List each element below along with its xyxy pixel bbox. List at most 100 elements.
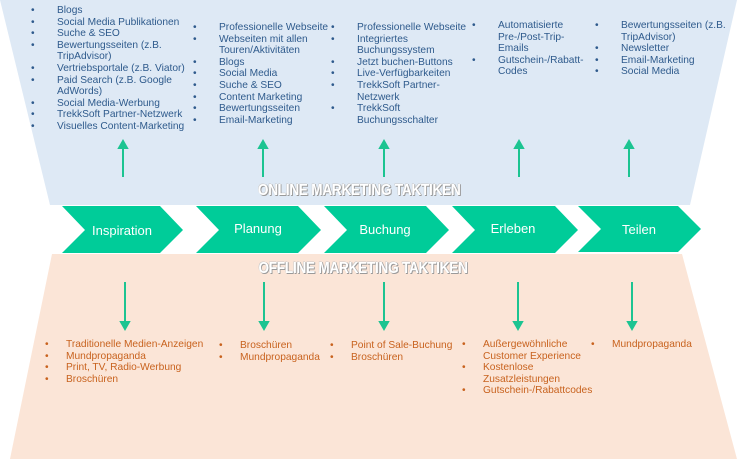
list-item: •Content Marketing: [193, 92, 329, 104]
list-item: •Professionelle Webseite: [193, 22, 329, 34]
bullet-icon: •: [462, 385, 466, 397]
list-item-text: Webseiten mit allen Touren/Aktivitäten: [219, 33, 308, 57]
list-item-text: TrekkSoft Partner-Netzwerk: [357, 79, 440, 103]
bullet-icon: •: [45, 362, 49, 374]
online-arrows: [117, 138, 635, 177]
bullet-icon: •: [45, 339, 49, 350]
online-tactics-inspiration: •Blogs •Social Media Publikationen • Such…: [31, 5, 207, 133]
list-item-text: Social Media-Werbung: [57, 97, 160, 109]
bullet-icon: •: [595, 54, 599, 66]
list-item: •Social Media Publikationen: [31, 17, 207, 29]
list-item: •Außergewöhnliche Customer Experience: [462, 339, 593, 362]
list-item-text: Vertriebsportale (z.B. Viator): [57, 62, 185, 74]
list-item-text: Broschüren: [66, 373, 119, 385]
list-item-text: Suche & SEO: [219, 79, 282, 91]
list-item-text: Automatisierte Pre-/Post-Trip-Emails: [498, 20, 565, 55]
list-item: • Broschüren: [45, 373, 216, 386]
list-item: • Suche & SEO: [193, 79, 329, 92]
list-item: • Gutschein-/Rabattcodes: [462, 385, 593, 397]
list-item-text: Print, TV, Radio-Werbung: [66, 362, 182, 374]
list-item: •Email-Marketing: [193, 114, 329, 127]
bullet-icon: •: [595, 66, 599, 78]
list-item-text: TrekkSoft Buchungsschalter: [357, 103, 438, 126]
bullet-icon: •: [193, 68, 197, 80]
bullet-icon: •: [472, 54, 476, 66]
bullet-icon: •: [462, 339, 466, 350]
list-item: •Point of Sale-Buchung: [330, 340, 461, 352]
bullet-icon: •: [330, 351, 334, 363]
list-item-text: Bewertungsseiten (z.B. TripAdvisor): [57, 39, 162, 63]
bullet-icon: •: [331, 103, 335, 115]
down-arrowhead-icon: [258, 321, 270, 332]
bullet-icon: •: [331, 33, 335, 45]
list-item-text: Professionelle Webseite: [357, 22, 467, 33]
bullet-icon: •: [31, 39, 35, 51]
stage-label-teilen: Teilen: [622, 222, 656, 237]
bullet-icon: •: [31, 5, 35, 16]
list-item: • Print, TV, Radio-Werbung: [45, 362, 216, 374]
down-arrowhead-icon: [378, 321, 390, 332]
list-item: • Integriertes Buchungssystem: [331, 33, 472, 57]
list-item: •Traditionelle Medien-Anzeigen: [45, 339, 216, 351]
bullet-icon: •: [193, 33, 197, 45]
bullet-icon: •: [219, 351, 223, 363]
offline-tactics-teilen: •Mundpropaganda: [591, 339, 702, 351]
list-item: • TrekkSoft Buchungsschalter: [331, 103, 472, 126]
stage-chevron-buchung: [324, 206, 449, 253]
list-item: • Mundpropaganda: [219, 351, 330, 364]
bullet-icon: •: [31, 74, 35, 86]
offline-funnel-area: [10, 254, 737, 459]
up-arrowhead-icon: [117, 138, 129, 149]
list-item-text: Social Media: [621, 66, 680, 78]
down-arrowhead-icon: [512, 321, 524, 332]
list-item-text: Broschüren: [351, 351, 404, 363]
online-tactics-erleben: • Automatisierte Pre-/Post-Trip-Emails •G…: [472, 20, 584, 78]
list-item: • Visuelles Content-Marketing: [31, 120, 207, 133]
offline-tactics-buchung: •Point of Sale-Buchung • Broschüren: [330, 340, 461, 363]
bullet-icon: •: [193, 103, 197, 115]
bullet-icon: •: [31, 120, 35, 132]
list-item: •Social Media-Werbung: [31, 97, 207, 110]
list-item-text: Integriertes Buchungssystem: [357, 33, 435, 57]
bullet-icon: •: [31, 28, 35, 40]
online-tactics-teilen: •Bewertungsseiten (z.B. TripAdvisor) •Ne…: [595, 20, 736, 78]
stage-label-buchung: Buchung: [359, 222, 411, 237]
bullet-icon: •: [31, 62, 35, 74]
stage-label-inspiration: Inspiration: [92, 223, 152, 238]
list-item: •Blogs: [31, 5, 207, 17]
up-arrowhead-icon: [623, 138, 635, 149]
list-item: • Suche & SEO: [31, 28, 207, 40]
online-funnel-area: [0, 0, 737, 205]
up-arrowhead-icon: [378, 138, 390, 149]
list-item-text: Kostenlose Zusatzleistungen: [483, 362, 561, 385]
list-item-text: Email-Marketing: [219, 114, 293, 126]
stage-chevron-erleben: [452, 206, 578, 253]
bullet-icon: •: [331, 79, 335, 91]
list-item: • Bewertungsseiten (z.B. TripAdvisor): [31, 39, 207, 63]
list-item: • Social Media: [595, 66, 736, 78]
stage-chevron-teilen: [578, 206, 701, 252]
online-tactics-buchung: • Professionelle Webseite • Integriertes B…: [331, 22, 472, 126]
stage-chevron-planung: [196, 206, 321, 253]
list-item: •Paid Search (z.B. Google AdWords): [31, 75, 207, 98]
stage-label-planung: Planung: [234, 221, 282, 236]
bullet-icon: •: [595, 43, 599, 55]
bullet-icon: •: [45, 373, 49, 385]
list-item-text: Suche & SEO: [57, 28, 120, 40]
up-arrowhead-icon: [257, 138, 269, 149]
list-item-text: Social Media: [219, 68, 278, 80]
list-item-text: TrekkSoft Partner-Netzwerk: [57, 109, 183, 121]
list-item-text: Gutschein-/Rabattcodes: [483, 385, 593, 397]
bullet-icon: •: [330, 340, 334, 351]
list-item-text: Visuelles Content-Marketing: [57, 120, 185, 132]
list-item: •Blogs: [193, 56, 329, 69]
list-item: • Webseiten mit allen Touren/Aktivitäten: [193, 33, 329, 57]
bullet-icon: •: [193, 91, 197, 103]
bullet-icon: •: [193, 79, 197, 91]
list-item: •Mundpropaganda: [45, 351, 216, 363]
list-item-text: Blogs: [219, 56, 245, 68]
list-item-text: Mundpropaganda: [240, 351, 320, 363]
list-item-text: Bewertungsseiten: [219, 103, 300, 115]
list-item: •Gutschein-/Rabatt-Codes: [472, 55, 584, 78]
list-item-text: Newsletter: [621, 43, 670, 55]
